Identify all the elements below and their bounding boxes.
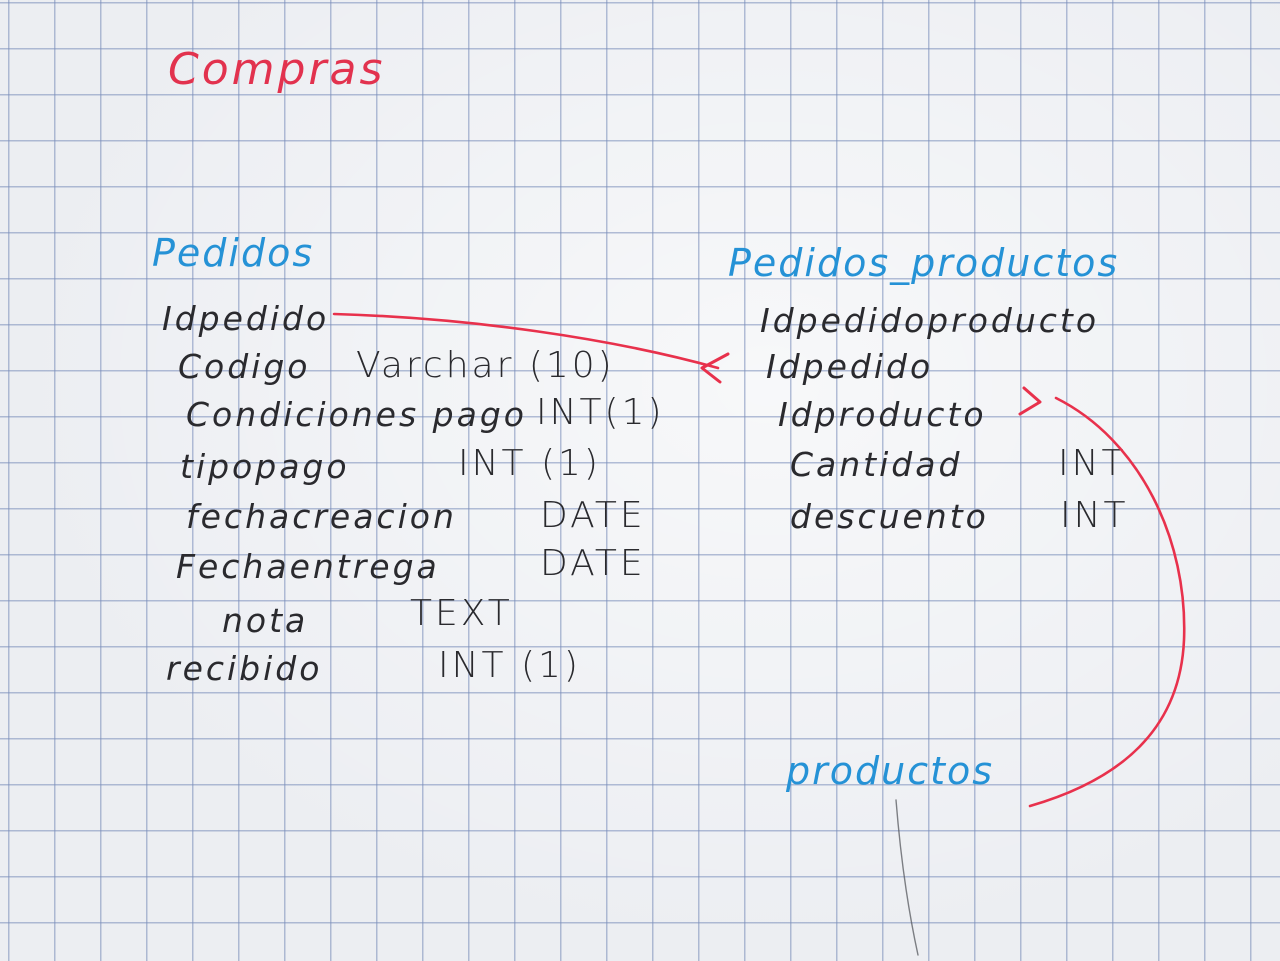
pencil-stroke <box>895 799 919 956</box>
field-tipopago-type: INT (1) <box>458 443 601 484</box>
field-recibido: recibido <box>166 649 323 688</box>
field-fechaentrega: Fechaentrega <box>176 547 440 586</box>
field-recibido-type: INT (1) <box>438 645 581 686</box>
table-heading-pedidos-productos: Pedidos_productos <box>728 241 1120 285</box>
field-fechacreacion-type: DATE <box>540 495 646 536</box>
field-descuento-type: INT <box>1060 495 1129 536</box>
field-idpedidoproducto: Idpedidoproducto <box>760 301 1100 340</box>
table-heading-productos: productos <box>786 749 995 793</box>
field-nota-type: TEXT <box>410 593 513 634</box>
field-cantidad: Cantidad <box>790 445 963 484</box>
field-tipopago: tipopago <box>180 447 350 486</box>
relation-arrowhead-idpedido <box>700 352 730 384</box>
field-idpedido: Idpedido <box>162 299 330 338</box>
field-idproducto-fk: Idproducto <box>778 395 987 434</box>
relation-arrowhead-idproducto <box>1018 386 1042 416</box>
table-heading-pedidos: Pedidos <box>152 231 315 275</box>
field-codigo-type: Varchar (10) <box>356 345 615 386</box>
field-cantidad-type: INT <box>1058 443 1127 484</box>
field-condiciones-pago: Condiciones pago <box>186 395 527 434</box>
field-descuento: descuento <box>790 497 989 536</box>
field-fechacreacion: fechacreacion <box>186 497 457 536</box>
field-codigo: Codigo <box>178 347 311 386</box>
field-nota: nota <box>222 601 309 640</box>
field-condiciones-pago-type: INT(1) <box>536 392 665 433</box>
field-idpedido-fk: Idpedido <box>766 347 934 386</box>
diagram-title: Compras <box>168 44 386 95</box>
field-fechaentrega-type: DATE <box>540 543 646 584</box>
